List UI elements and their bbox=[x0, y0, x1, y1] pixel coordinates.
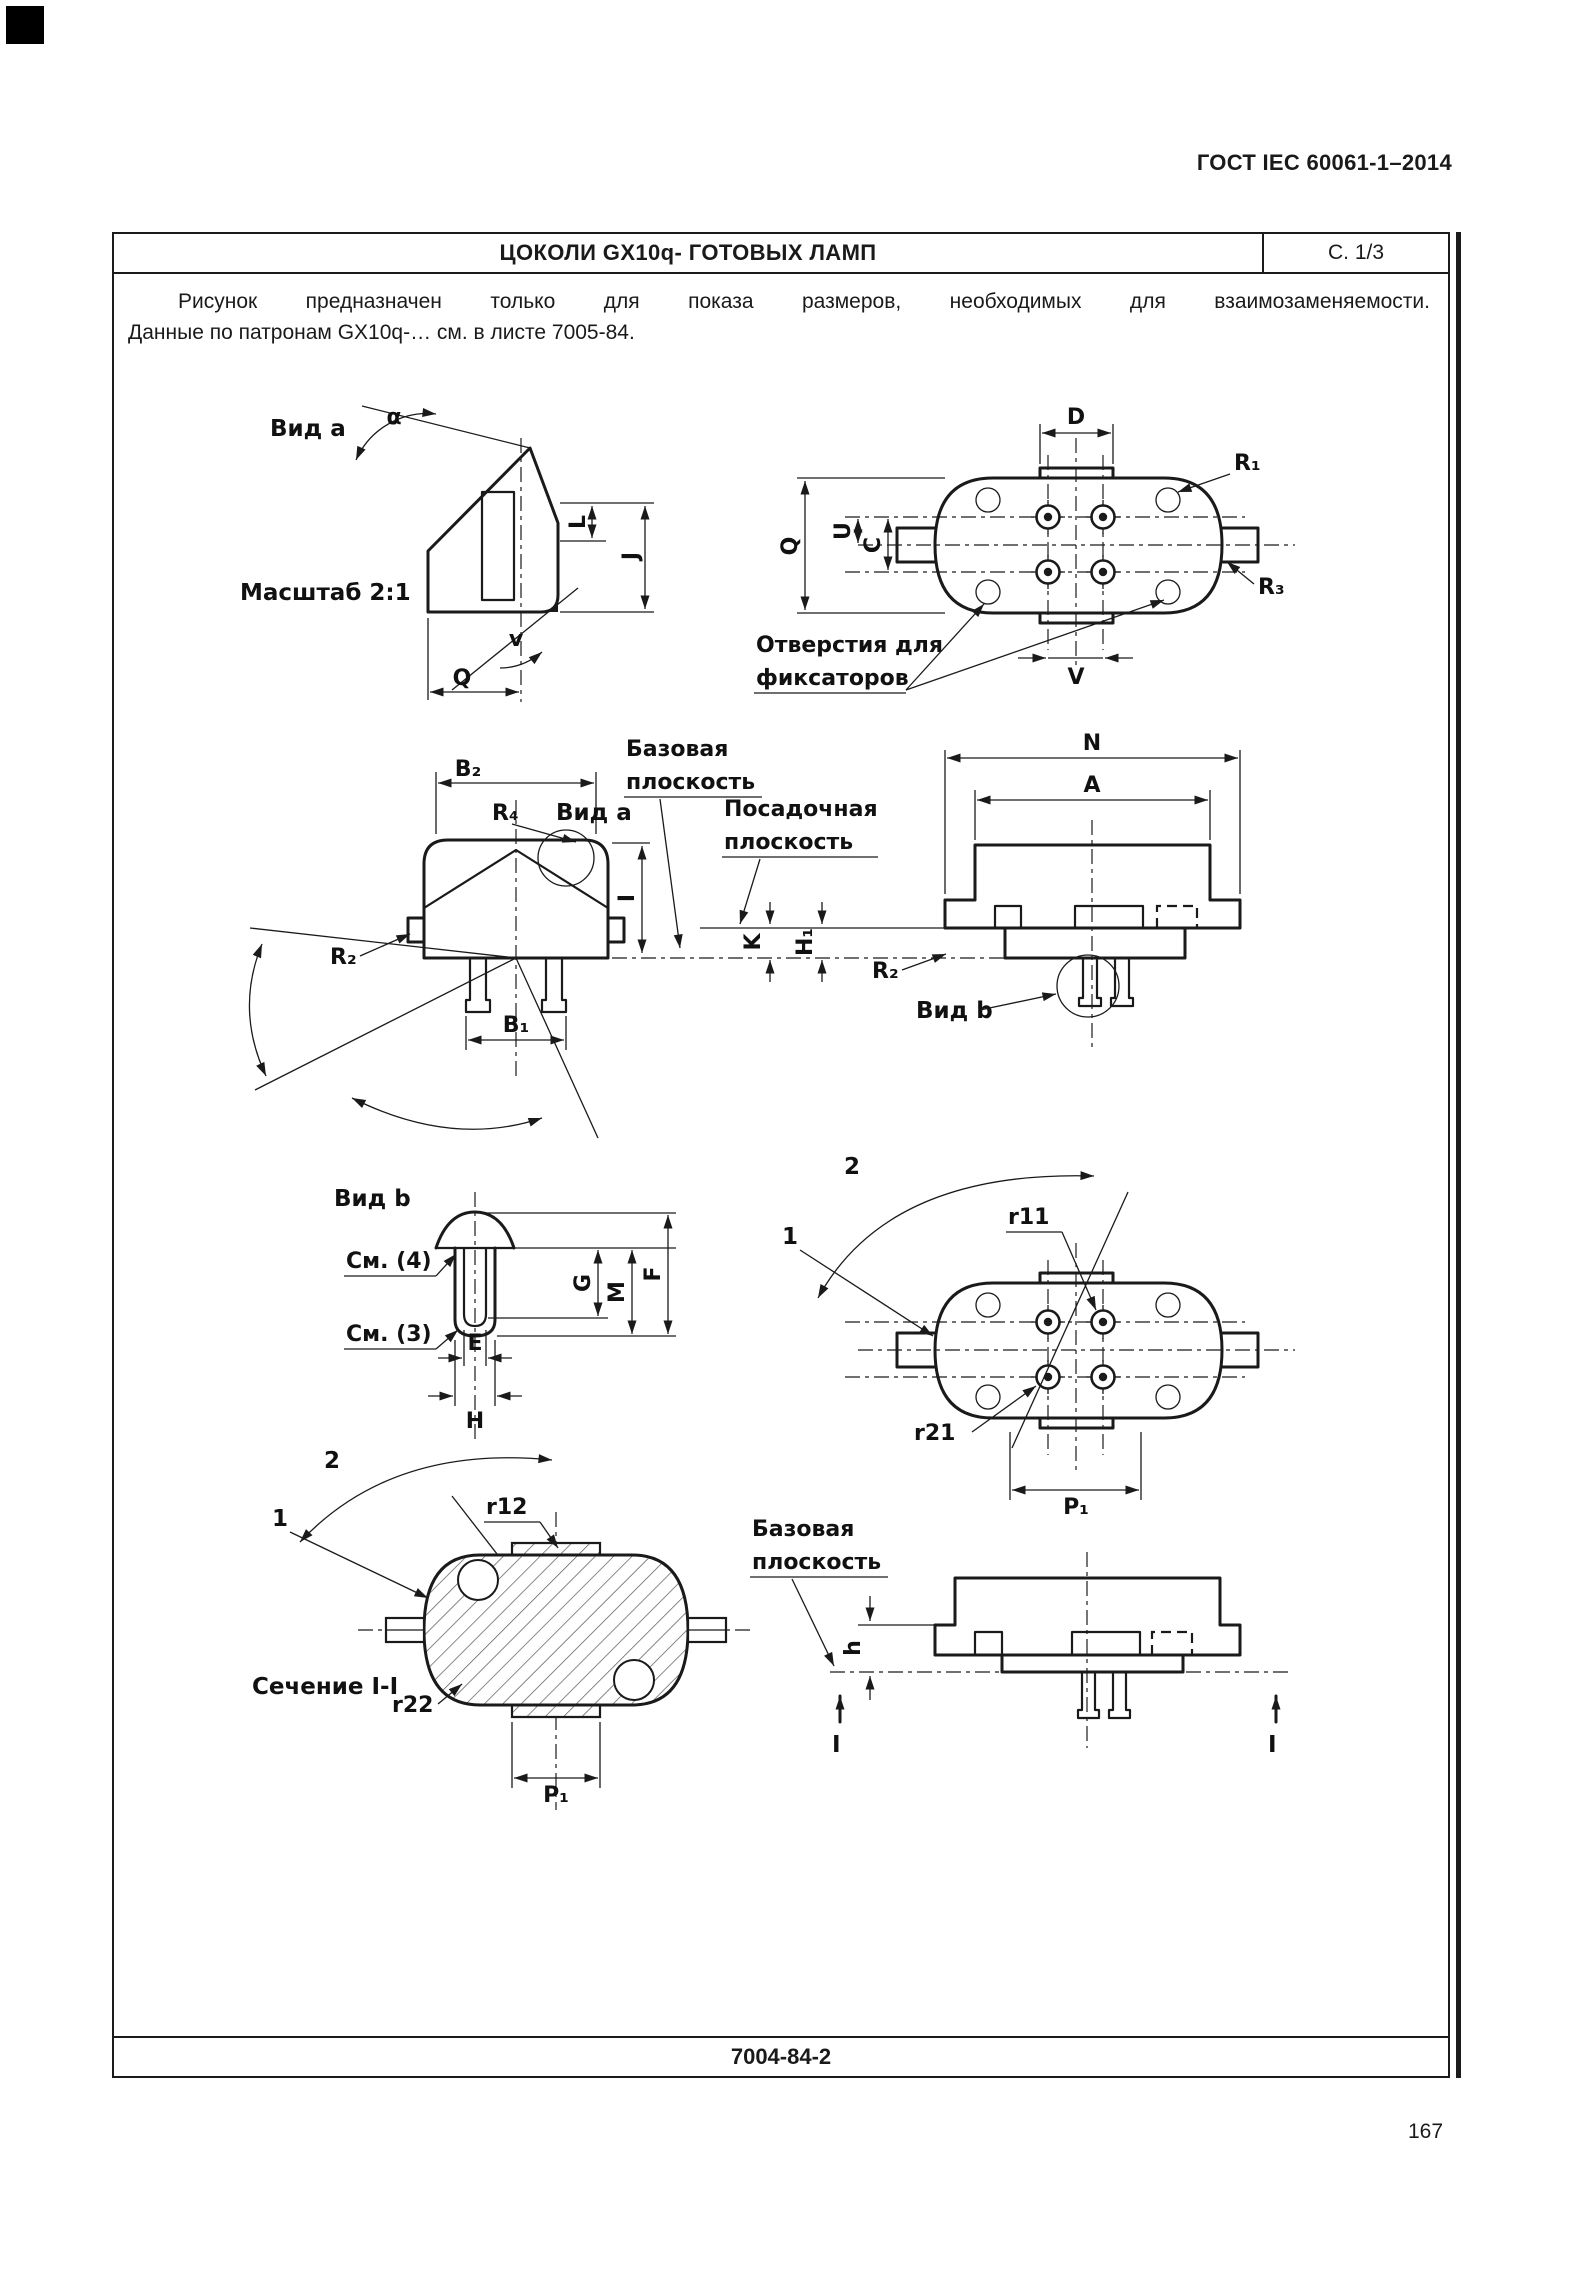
sheet-frame: ЦОКОЛИ GX10q- ГОТОВЫХ ЛАМП С. 1/3 Рисуно… bbox=[112, 232, 1450, 2078]
note-line-2: Данные по патронам GX10q-… см. в листе 7… bbox=[128, 321, 635, 344]
sheet-titlebar: ЦОКОЛИ GX10q- ГОТОВЫХ ЛАМП С. 1/3 bbox=[114, 234, 1448, 274]
document-header: ГОСТ IEC 60061-1–2014 bbox=[1196, 150, 1452, 175]
binding-rule bbox=[1456, 232, 1461, 2078]
sheet-page-ref: С. 1/3 bbox=[1262, 234, 1448, 272]
sheet-doc-ref: 7004-84-2 bbox=[730, 2044, 832, 2069]
note-paragraph: Рисунок предназначен только для показа р… bbox=[128, 286, 1430, 348]
page-number: 167 bbox=[1408, 2120, 1444, 2143]
print-mark bbox=[6, 6, 44, 44]
sheet-footer: 7004-84-2 bbox=[114, 2036, 1448, 2076]
sheet-title: ЦОКОЛИ GX10q- ГОТОВЫХ ЛАМП bbox=[499, 240, 877, 265]
note-line-1: Рисунок предназначен только для показа р… bbox=[178, 290, 1430, 313]
